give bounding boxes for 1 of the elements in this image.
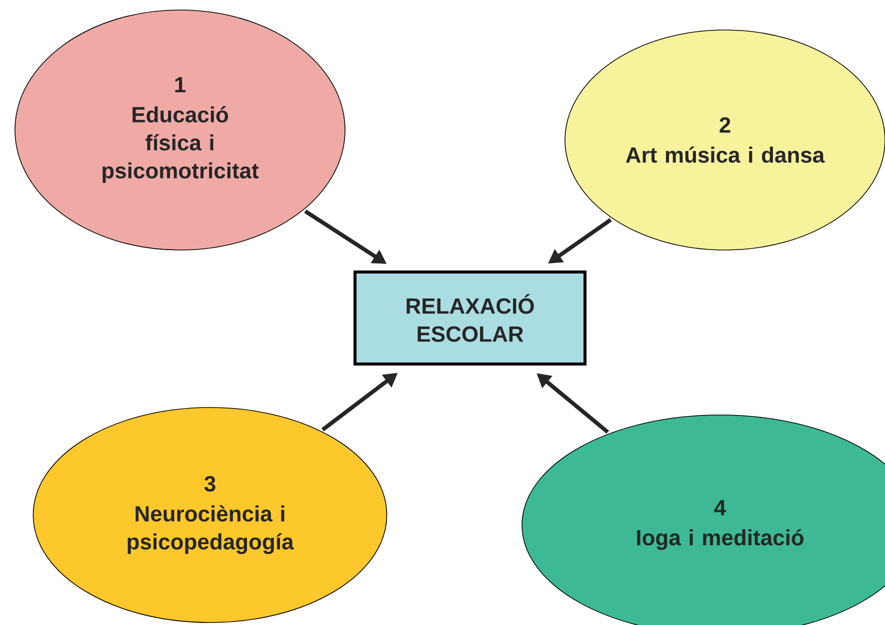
central-box: RELAXACIÓ ESCOLAR <box>354 270 586 366</box>
